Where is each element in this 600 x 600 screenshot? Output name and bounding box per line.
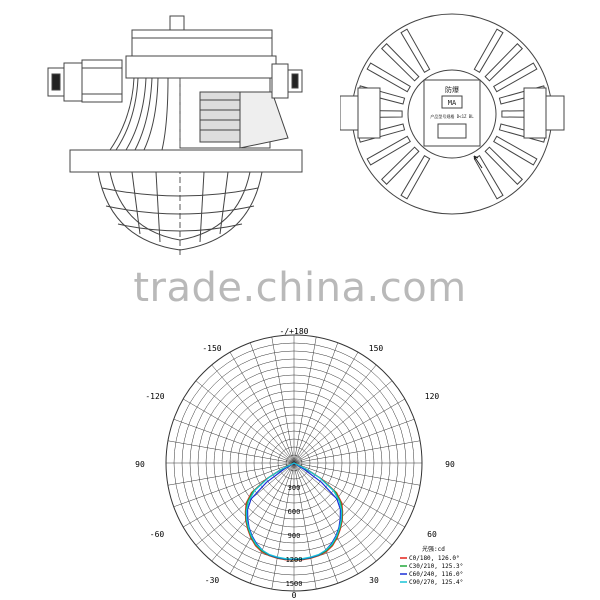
polar-spoke (229, 352, 295, 464)
polar-series (244, 462, 344, 561)
polar-spoke (293, 342, 339, 464)
legend-item-c0: C0/180, 126.0° (400, 555, 460, 562)
polar-spoke (211, 364, 295, 464)
radiator-fin (381, 43, 420, 82)
polar-light-distribution-chart: -/+180 -150 150 -120 120 90 90 -60 60 -3… (135, 327, 463, 600)
radiator-fin (484, 146, 523, 185)
radiator-fin (381, 146, 420, 185)
radial-label: 1200 (286, 556, 303, 564)
radiator-fin (473, 28, 504, 73)
polar-spoke (293, 380, 393, 464)
polar-spoke (195, 462, 295, 546)
polar-spoke (195, 380, 295, 464)
radiator-fin (366, 135, 411, 166)
angle-label-180: -/+180 (280, 327, 309, 336)
svg-text:C30/210, 125.3°: C30/210, 125.3° (409, 563, 463, 570)
angle-label-n120: -120 (145, 392, 164, 401)
legend-item-c60: C60/240, 116.0° (400, 571, 463, 578)
guard-cage (97, 171, 263, 251)
radial-labels: 300 600 900 1200 1500 (286, 484, 303, 588)
angle-label-n30: -30 (205, 576, 220, 585)
nameplate-line: 产品型号规格 D<1Z BL (430, 113, 474, 119)
svg-text:C90/270, 125.4°: C90/270, 125.4° (409, 579, 463, 586)
mounting-flange (69, 149, 303, 173)
top-view-right-gland (523, 87, 565, 139)
cooling-fins (109, 77, 169, 151)
polar-spoke (249, 342, 295, 464)
angle-label-n150: -150 (202, 344, 221, 353)
polar-spoke (293, 462, 359, 574)
radiator-fin (366, 62, 411, 93)
svg-text:C60/240, 116.0°: C60/240, 116.0° (409, 571, 463, 578)
angle-label-0: 0 (292, 591, 297, 600)
radiator-fin (493, 135, 538, 166)
legend-title: 光强:cd (422, 545, 445, 553)
legend-item-c90: C90/270, 125.4° (400, 579, 463, 586)
radiator-fin (400, 28, 431, 73)
angle-label-p90: 90 (445, 460, 455, 469)
polar-spoke (293, 462, 421, 486)
angle-label-n90: 90 (135, 460, 145, 469)
nameplate-title: 防爆 (445, 85, 459, 94)
polar-spoke (271, 336, 295, 464)
radial-label: 600 (288, 508, 301, 516)
radial-label: 300 (288, 484, 301, 492)
polar-spoke (293, 462, 339, 584)
polar-spoke (183, 398, 295, 464)
nameplate-mark: MA (448, 99, 457, 107)
polar-spoke (167, 440, 295, 464)
polar-spoke (211, 462, 295, 562)
legend-item-c30: C30/210, 125.3° (400, 563, 463, 570)
polar-spoke (293, 336, 317, 464)
left-cable-gland (47, 59, 123, 103)
svg-text:C0/180, 126.0°: C0/180, 126.0° (409, 555, 460, 562)
angle-label-p60: 60 (427, 530, 437, 539)
polar-spoke (173, 418, 295, 464)
polar-series-line (245, 462, 343, 560)
radiator-fin (484, 43, 523, 82)
top-view-left-gland (340, 87, 381, 139)
side-view-drawing (47, 15, 303, 258)
polar-spoke (173, 462, 295, 508)
watermark: trade.china.com (133, 265, 467, 311)
polar-spoke (293, 462, 317, 590)
polar-spoke (293, 352, 359, 464)
polar-spoke (293, 462, 377, 562)
polar-spoke (271, 462, 295, 590)
angle-label-p30: 30 (369, 576, 379, 585)
polar-spoke (167, 462, 295, 486)
legend: 光强:cd C0/180, 126.0° C30/210, 125.3° C60… (400, 545, 463, 586)
nameplate: 防爆 MA 产品型号规格 D<1Z BL (423, 79, 481, 147)
radiator-fin (493, 62, 538, 93)
top-housing (125, 15, 277, 79)
polar-grid (165, 334, 423, 592)
radial-label: 900 (288, 532, 301, 540)
polar-spoke (293, 462, 393, 546)
polar-spoke (249, 462, 295, 584)
angle-label-n60: -60 (150, 530, 165, 539)
polar-spoke (293, 440, 421, 464)
polar-spoke (293, 364, 377, 464)
callout-arrow (473, 155, 483, 169)
polar-spoke (229, 462, 295, 574)
radial-label: 1500 (286, 580, 303, 588)
right-cable-gland (271, 63, 303, 99)
polar-spoke (293, 418, 415, 464)
angle-label-p120: 120 (425, 392, 440, 401)
polar-spoke (293, 462, 415, 508)
section-cut (179, 77, 289, 258)
polar-spoke (293, 398, 405, 464)
angle-label-p150: 150 (369, 344, 384, 353)
top-view-drawing: 防爆 MA 产品型号规格 D<1Z BL (340, 13, 565, 215)
radiator-fin (400, 155, 431, 200)
